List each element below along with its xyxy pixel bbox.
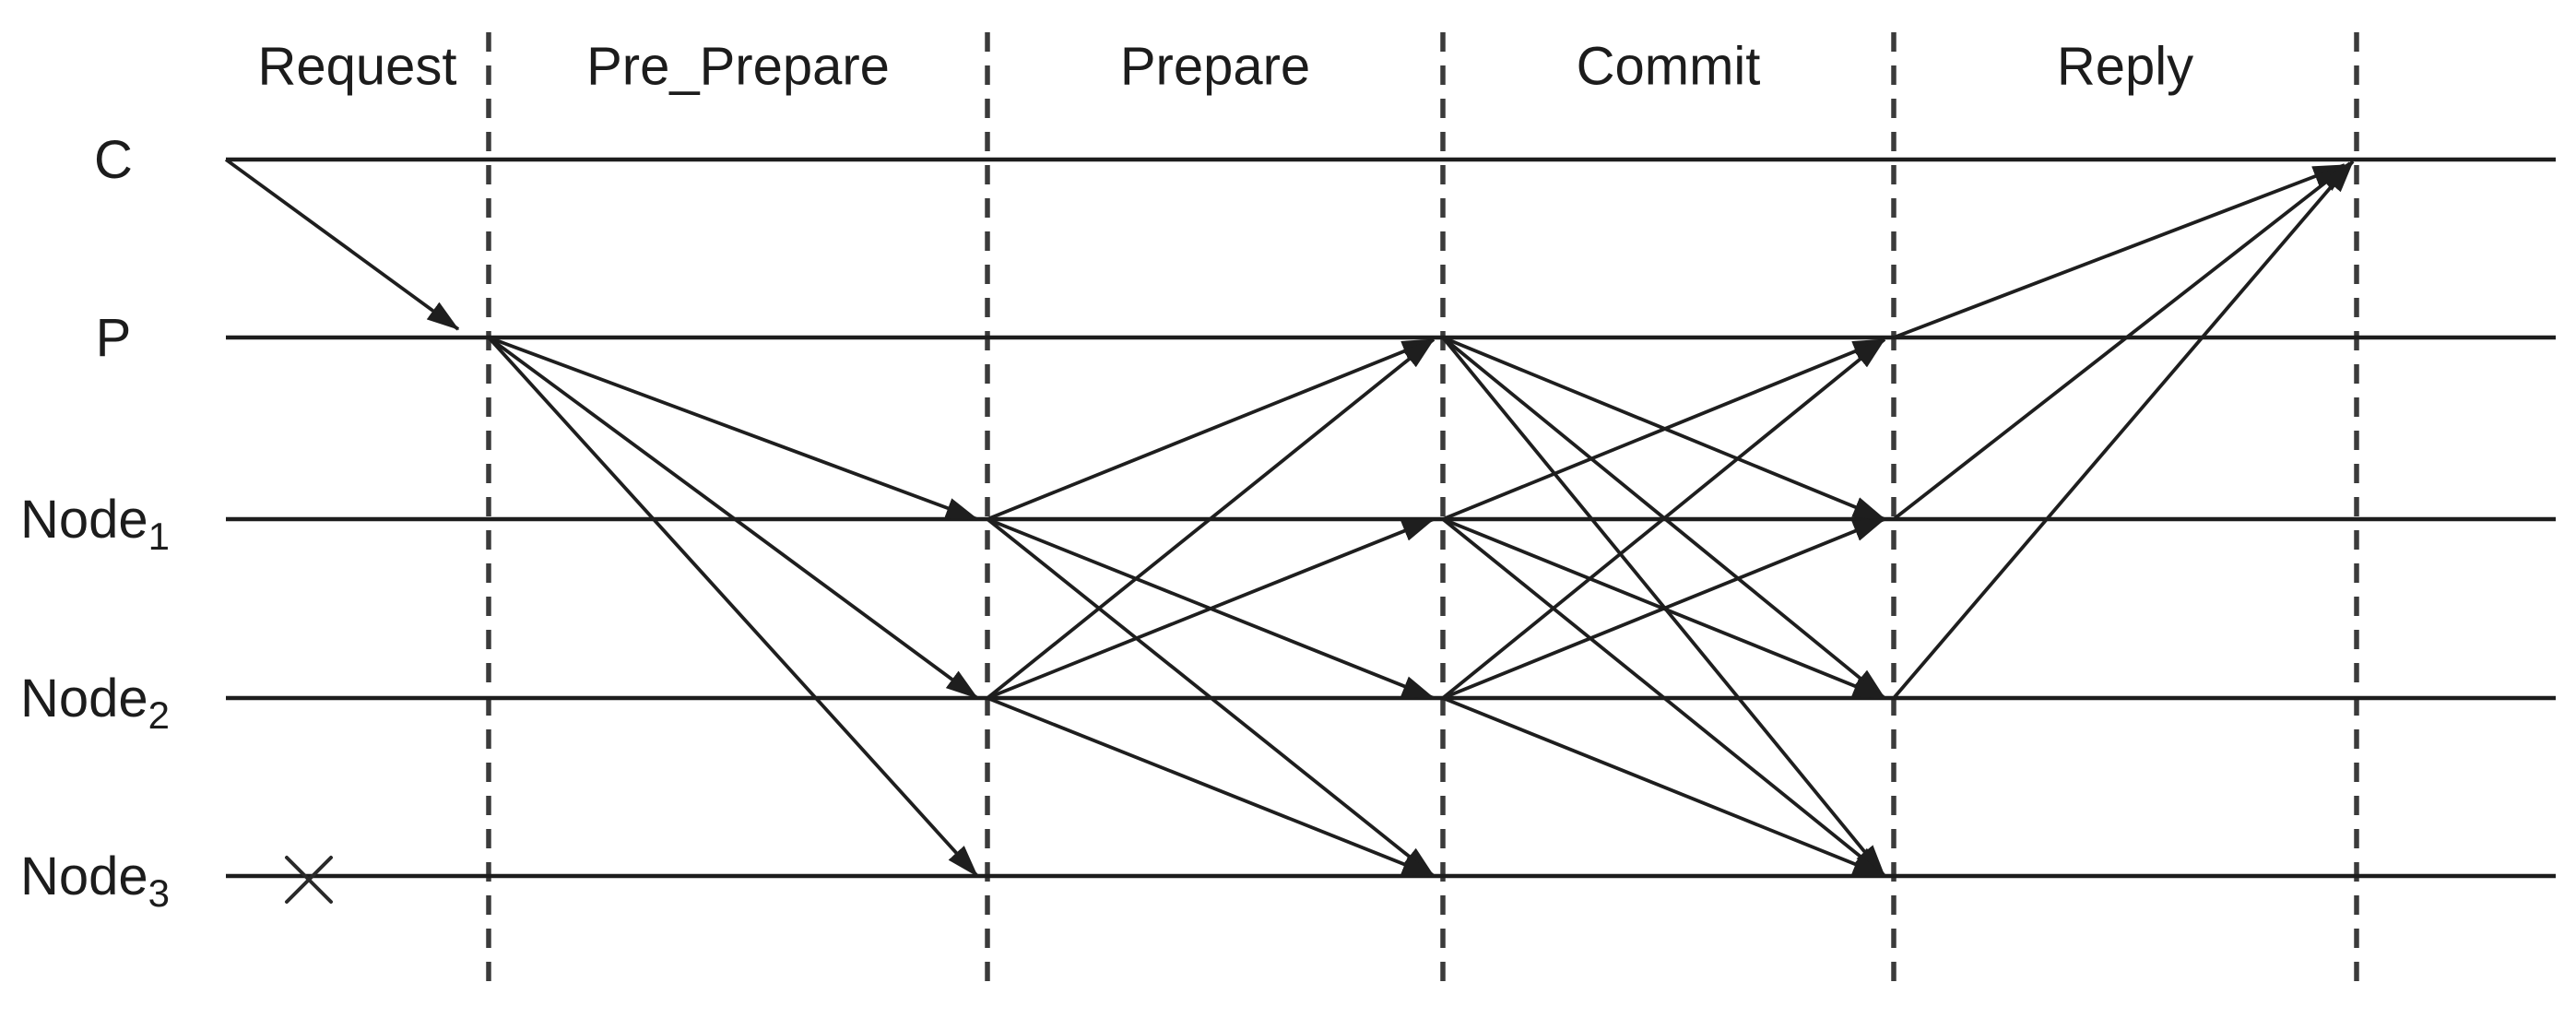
message-commit-Node1-to-P bbox=[1442, 337, 1886, 521]
lifeline-label-Node2: Node2 bbox=[20, 669, 170, 737]
lifeline-label-C: C bbox=[94, 130, 133, 190]
message-prepare-Node2-to-Node3 bbox=[987, 696, 1436, 878]
phase-label-pre-prepare: Pre_Prepare bbox=[586, 37, 890, 97]
message-request-C-to-P bbox=[224, 158, 460, 331]
message-prepare-Node2-to-P bbox=[986, 337, 1436, 700]
message-pre-prepare-P-to-Node1 bbox=[488, 336, 979, 521]
message-reply-Node2-to-C bbox=[1892, 160, 2355, 700]
phase-label-request: Request bbox=[257, 37, 456, 97]
failed-node-mark bbox=[285, 856, 333, 904]
message-pre-prepare-P-to-Node2 bbox=[487, 336, 979, 700]
message-reply-P-to-C bbox=[1893, 163, 2346, 339]
failed-node-mark-stroke bbox=[285, 856, 333, 904]
message-commit-Node2-to-Node3 bbox=[1442, 696, 1886, 878]
phase-label-prepare: Prepare bbox=[1120, 37, 1310, 97]
message-commit-Node2-to-P bbox=[1441, 337, 1886, 700]
message-prepare-Node1-to-P bbox=[987, 337, 1436, 521]
message-reply-Node1-to-C bbox=[1892, 161, 2352, 521]
lifeline-label-Node3: Node3 bbox=[20, 846, 170, 915]
message-prepare-Node2-to-Node1 bbox=[987, 517, 1436, 700]
message-commit-Node2-to-Node1 bbox=[1442, 517, 1886, 700]
message-prepare-Node1-to-Node3 bbox=[986, 517, 1436, 878]
lifeline-label-Node1: Node1 bbox=[20, 490, 170, 558]
message-commit-Node1-to-Node3 bbox=[1441, 517, 1886, 878]
lifeline-label-P: P bbox=[96, 308, 132, 368]
phase-label-reply: Reply bbox=[2057, 37, 2193, 97]
message-pre-prepare-P-to-Node3 bbox=[487, 336, 979, 878]
phase-label-commit: Commit bbox=[1577, 37, 1761, 97]
